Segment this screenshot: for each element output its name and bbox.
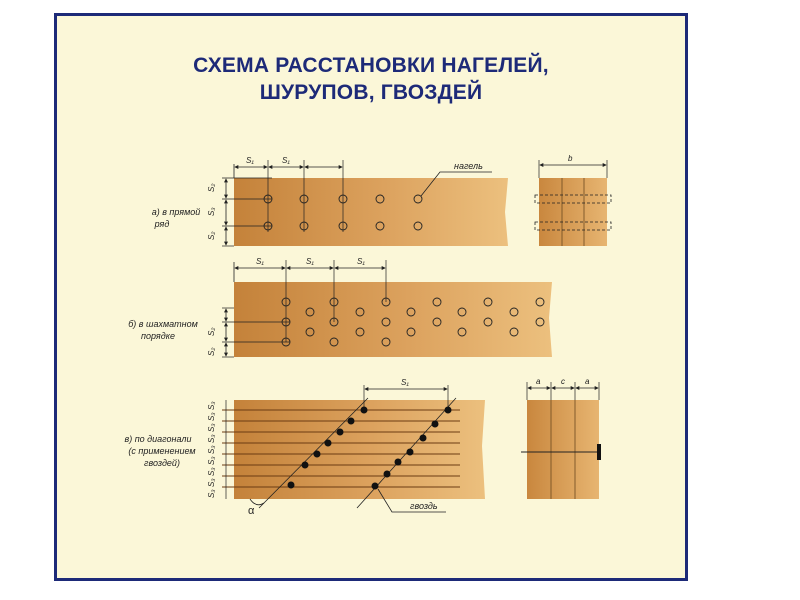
dim-c-9: S₃	[207, 489, 216, 498]
title-line-1: СХЕМА РАССТАНОВКИ НАГЕЛЕЙ,	[193, 54, 549, 77]
dim-c-6: S₃	[207, 456, 216, 465]
row-c: S₃ S₃ S₃ S₃ S₃ S₃ S₃ S₃ S₃ S₁ α гвоздь в	[125, 377, 601, 517]
dim-c-2: S₃	[207, 412, 216, 421]
diagonal-2	[356, 397, 457, 509]
dim-b-v2-label: S₂	[207, 348, 216, 356]
dim-a-2-label: S₁	[282, 156, 290, 165]
nail-label: гвоздь	[410, 501, 438, 511]
section-c-a1-label: a	[536, 377, 541, 386]
section-a-width-label: b	[568, 154, 573, 163]
row-a: S₁ S₁ S₂ S₃ S₂ нагель а) в прямой ряд	[152, 154, 612, 247]
dowel-holes-a	[263, 194, 423, 231]
dim-c-8: S₃	[207, 478, 216, 487]
section-c-c-label: c	[561, 377, 565, 386]
diagonal-1	[258, 397, 369, 509]
dim-a-v3-label: S₂	[207, 232, 216, 240]
title-line-2: ШУРУПОВ, ГВОЗДЕЙ	[259, 81, 483, 104]
board-a	[234, 178, 508, 246]
dim-b-1-label: S₁	[256, 257, 264, 266]
row-c-label-3: гвоздей)	[144, 458, 180, 468]
dim-c-5: S₃	[207, 445, 216, 454]
section-a	[539, 178, 607, 246]
row-a-label-2: ряд	[154, 219, 170, 229]
dim-c-4: S₃	[207, 434, 216, 443]
section-c-a2-label: a	[585, 377, 590, 386]
nails	[287, 406, 452, 490]
board-b	[234, 282, 552, 357]
diagram-title: СХЕМА РАССТАНОВКИ НАГЕЛЕЙ, ШУРУПОВ, ГВОЗ…	[54, 52, 688, 106]
dim-a-1-label: S₁	[246, 156, 254, 165]
dim-c-7: S₃	[207, 467, 216, 476]
dowel-holes-b	[281, 297, 545, 347]
dim-b-2-label: S₁	[306, 257, 314, 266]
dim-a-v1-label: S₂	[207, 184, 216, 192]
alpha-label: α	[248, 505, 255, 517]
row-b-label-1: б) в шахматном	[128, 319, 198, 329]
dowel-label: нагель	[454, 161, 483, 171]
section-c	[527, 400, 599, 499]
row-a-label-1: а) в прямой	[152, 207, 201, 217]
row-c-label-1: в) по диагонали	[125, 434, 192, 444]
dim-b-3-label: S₁	[357, 257, 365, 266]
dim-c-3: S₃	[207, 423, 216, 432]
dim-a-v2-label: S₃	[207, 207, 216, 216]
row-b-label-2: порядке	[141, 331, 175, 341]
row-c-label-2: (с применением	[128, 446, 195, 456]
dim-c-top-label: S₁	[401, 378, 409, 387]
dim-c-1: S₃	[207, 401, 216, 410]
row-b: S₁ S₁ S₁ S₂ S₂ б) в шахматном порядке	[128, 257, 552, 358]
board-c	[234, 400, 485, 499]
dim-b-v1-label: S₂	[207, 328, 216, 336]
